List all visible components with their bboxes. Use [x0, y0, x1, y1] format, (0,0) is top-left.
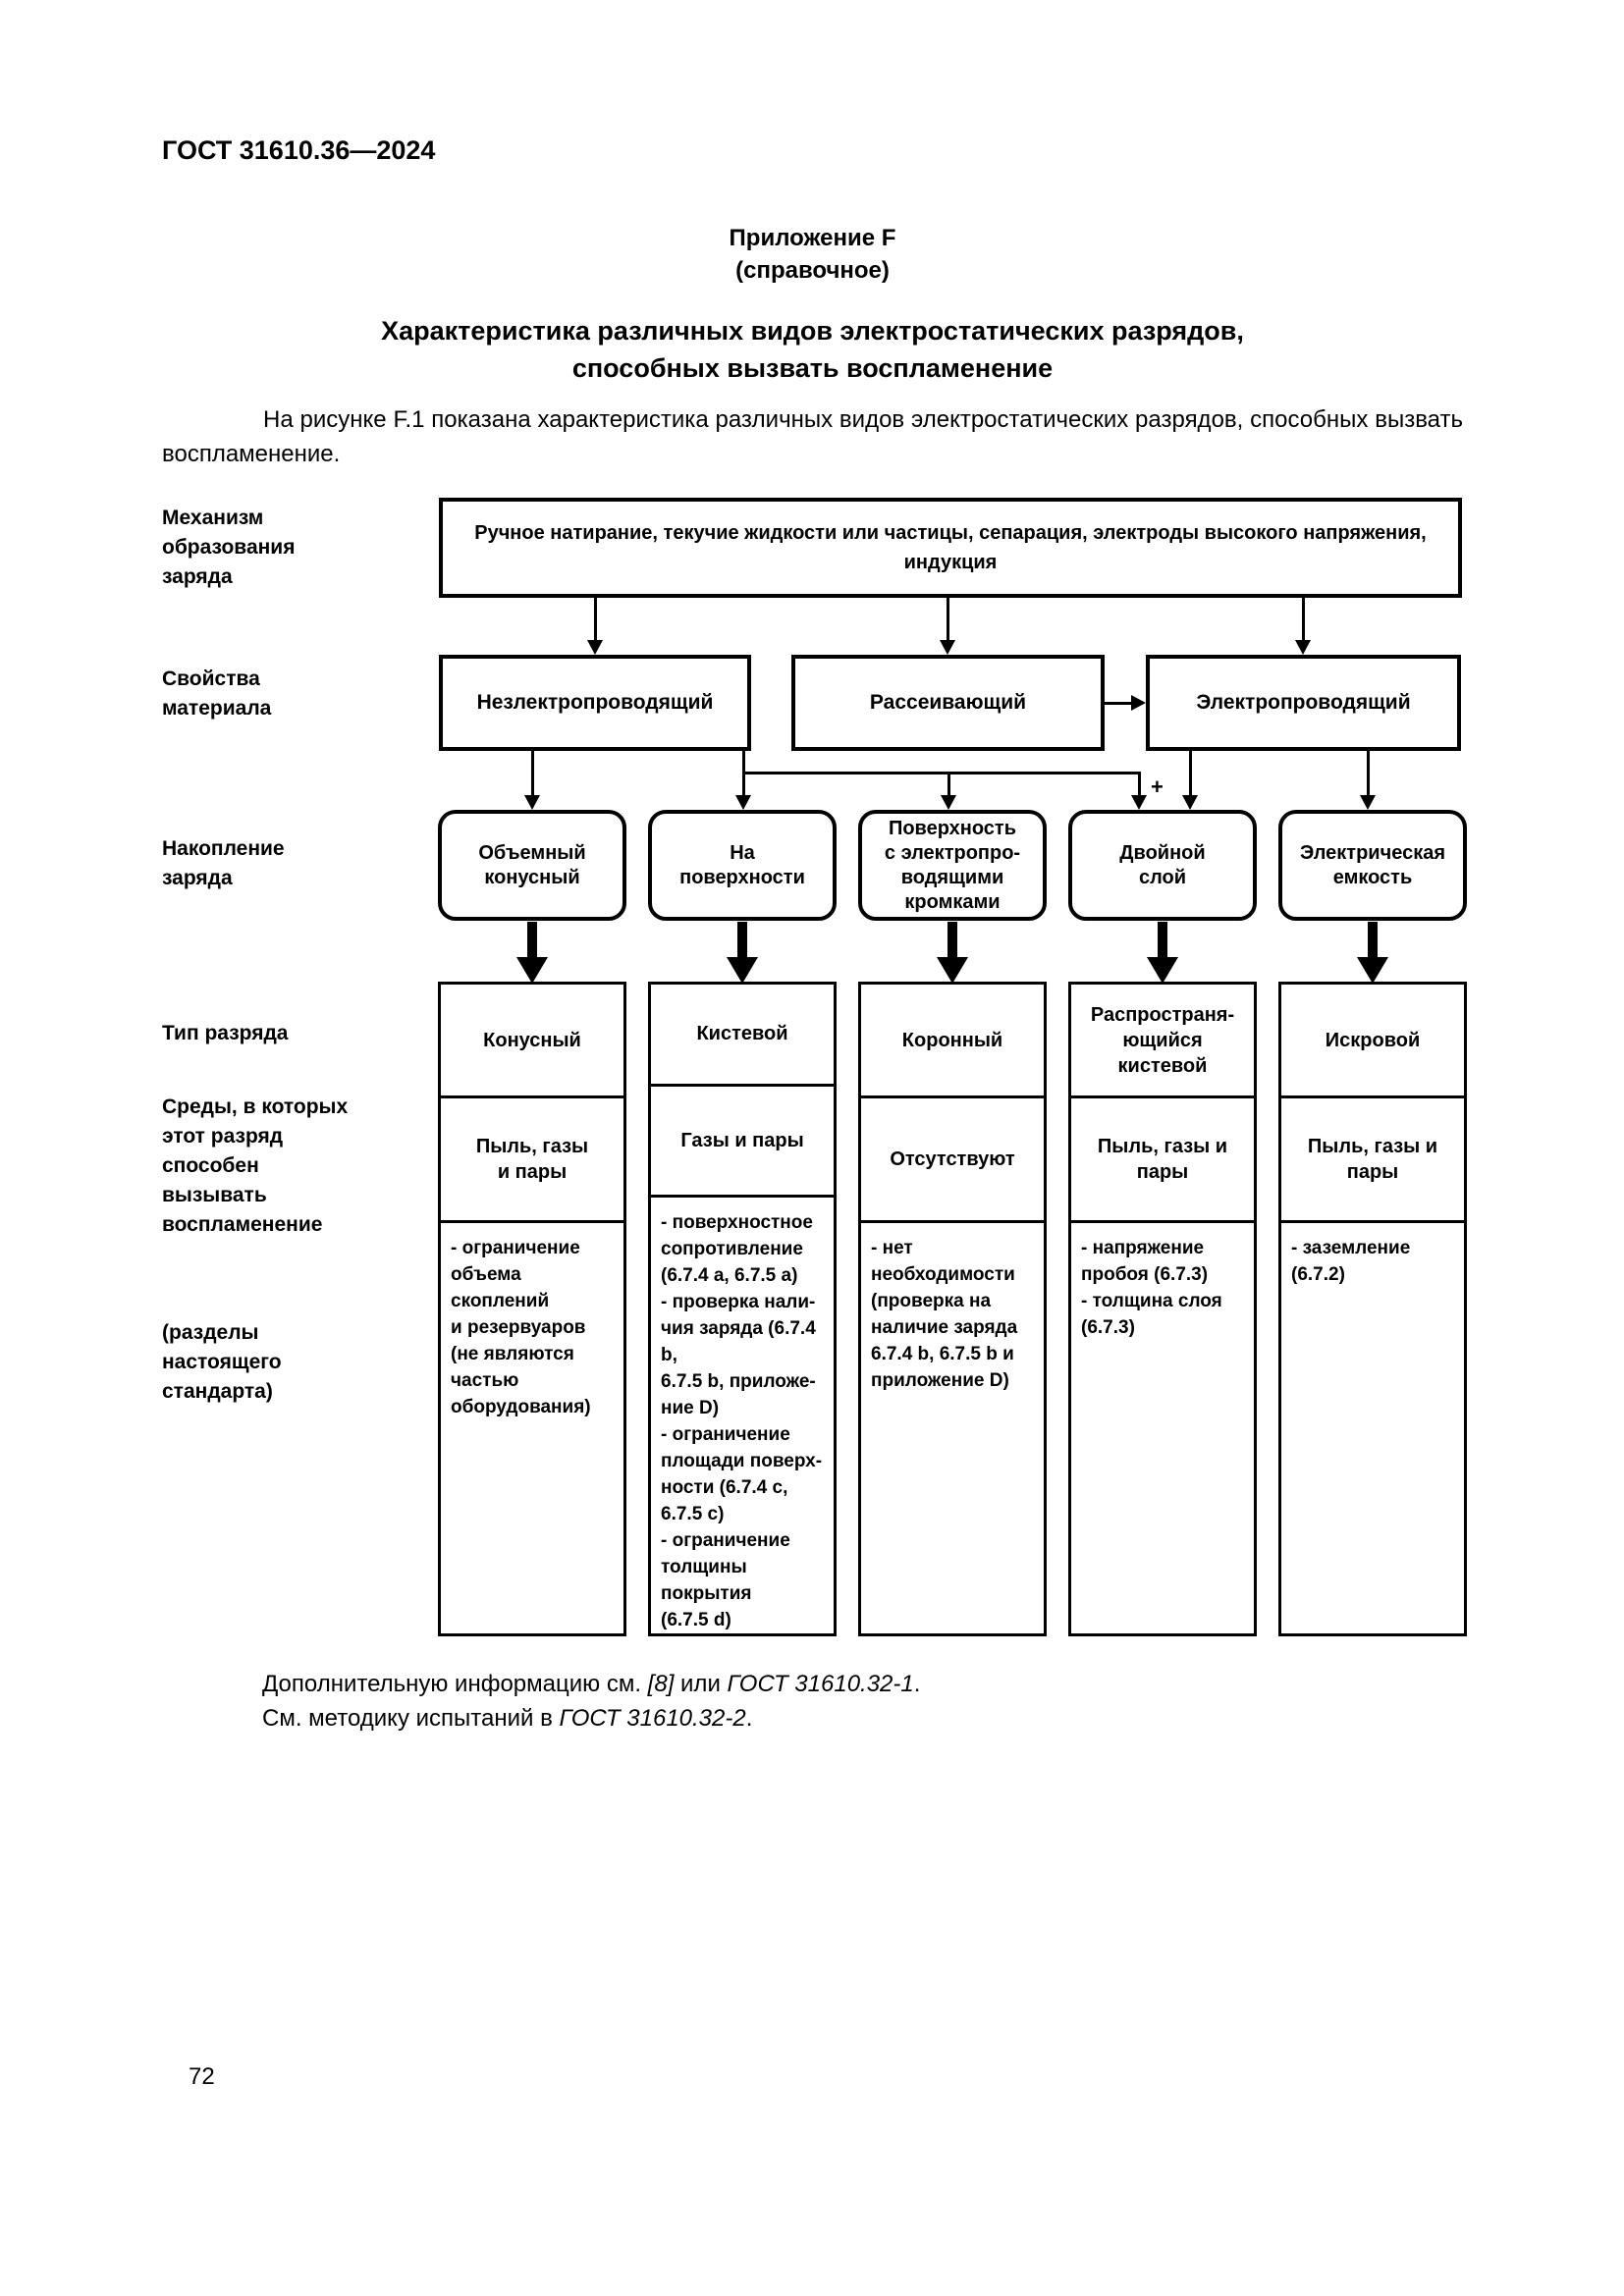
reference-gost-31610-32-1: ГОСТ 31610.32-1: [727, 1671, 914, 1697]
column-spark-discharge: Искровой Пыль, газы и пары - заземление …: [1278, 982, 1467, 1636]
mechanism-box: Ручное натирание, текучие жидкости или ч…: [439, 498, 1462, 598]
thick-arrow-down-icon: [937, 957, 968, 984]
media-cell: Газы и пары: [651, 1087, 834, 1198]
sections-cell: - нет необходимости (проверка на наличие…: [871, 1238, 1018, 1391]
connector-line: [947, 773, 950, 796]
connector-line: [594, 598, 597, 642]
discharge-type-cell: Коронный: [861, 985, 1044, 1098]
discharge-type-cell: Искровой: [1281, 985, 1464, 1098]
arrow-down-icon: [524, 795, 540, 810]
sections-cell: - заземление (6.7.2): [1291, 1238, 1411, 1285]
column-cone-discharge: Конусный Пыль, газы и пары - ограничение…: [438, 982, 626, 1636]
footer-note-2-text: См. методику испытаний в: [262, 1705, 560, 1732]
material-box-dissipative: Рассеивающий: [791, 655, 1105, 751]
thick-arrow-down-icon: [1147, 957, 1178, 984]
arrow-down-icon: [587, 640, 603, 655]
sections-cell: - поверхностное сопротивление (6.7.4 a, …: [661, 1212, 823, 1630]
thick-arrow-shaft: [1368, 922, 1378, 959]
appendix-note: (справочное): [735, 257, 890, 284]
sections-cell: - напряжение пробоя (6.7.3) - толщина сл…: [1081, 1238, 1222, 1338]
accumulation-box-double-layer: Двойной слой: [1068, 810, 1257, 921]
arrow-down-icon: [941, 795, 956, 810]
connector-line: [1189, 751, 1192, 796]
column-propagating-brush-discharge: Распространя- ющийся кистевой Пыль, газы…: [1068, 982, 1257, 1636]
footer-note-1-text: Дополнительную информацию см.: [262, 1671, 648, 1697]
thick-arrow-shaft: [947, 922, 957, 959]
discharge-type-cell: Распространя- ющийся кистевой: [1071, 985, 1254, 1098]
connector-line: [1138, 773, 1141, 796]
connector-line: [1302, 598, 1305, 642]
connector-line: [531, 751, 534, 796]
row-label-accumulation: Накопление заряда: [162, 837, 285, 889]
arrow-down-icon: [1131, 795, 1147, 810]
arrow-down-icon: [1295, 640, 1311, 655]
connector-line: [947, 598, 949, 642]
row-label-material: Свойства материала: [162, 667, 272, 720]
arrow-right-icon: [1131, 695, 1146, 711]
discharge-type-cell: Кистевой: [651, 985, 834, 1087]
row-label-sections: (разделы настоящего стандарта): [162, 1321, 282, 1403]
reference-8: [8]: [647, 1671, 675, 1697]
doc-number: ГОСТ 31610.36—2024: [162, 135, 436, 165]
footer-note-2: См. методику испытаний в ГОСТ 31610.32-2…: [262, 1705, 753, 1732]
thick-arrow-down-icon: [1357, 957, 1388, 984]
thick-arrow-down-icon: [516, 957, 548, 984]
accumulation-box-on-surface: На поверхности: [648, 810, 837, 921]
media-cell: Пыль, газы и пары: [1071, 1098, 1254, 1223]
arrow-down-icon: [1182, 795, 1198, 810]
row-label-mechanism: Механизм образования заряда: [162, 507, 296, 588]
media-cell: Пыль, газы и пары: [441, 1098, 623, 1223]
appendix-heading: Приложение F: [729, 225, 896, 251]
media-cell: Отсутствуют: [861, 1098, 1044, 1223]
thick-arrow-shaft: [737, 922, 747, 959]
thick-arrow-shaft: [527, 922, 537, 959]
intro-paragraph: На рисунке F.1 показана характеристика р…: [162, 406, 1463, 467]
page-number: 72: [189, 2063, 215, 2090]
media-cell: Пыль, газы и пары: [1281, 1098, 1464, 1223]
material-box-nonconductive: Незлектропроводящий: [439, 655, 751, 751]
arrow-down-icon: [735, 795, 751, 810]
flowchart-figure: Механизм образования заряда Свойства мат…: [0, 496, 1624, 1649]
discharge-type-cell: Конусный: [441, 985, 623, 1098]
sections-cell: - ограничение объема скоплений и резерву…: [451, 1238, 591, 1417]
column-corona-discharge: Коронный Отсутствуют - нет необходимости…: [858, 982, 1047, 1636]
reference-gost-31610-32-2: ГОСТ 31610.32-2: [559, 1705, 746, 1732]
accumulation-box-volume-cone: Объемный конусный: [438, 810, 626, 921]
thick-arrow-shaft: [1158, 922, 1167, 959]
plus-sign: +: [1151, 774, 1164, 799]
connector-line: [742, 772, 1141, 774]
connector-line: [1367, 751, 1370, 796]
column-brush-discharge: Кистевой Газы и пары - поверхностное соп…: [648, 982, 837, 1636]
connector-line: [1105, 702, 1134, 705]
footer-note-1: Дополнительную информацию см. [8] или ГО…: [262, 1671, 921, 1697]
row-label-discharge-type: Тип разряда: [162, 1022, 289, 1044]
thick-arrow-down-icon: [727, 957, 758, 984]
arrow-down-icon: [940, 640, 955, 655]
accumulation-box-capacitance: Электрическая емкость: [1278, 810, 1467, 921]
figure-title: Характеристика различных видов электрост…: [381, 316, 1244, 383]
accumulation-box-conductive-edges: Поверхность с электропро- водящими кромк…: [858, 810, 1047, 921]
row-label-media: Среды, в которых этот разряд способен вы…: [162, 1095, 349, 1236]
material-box-conductive: Электропроводящий: [1146, 655, 1461, 751]
arrow-down-icon: [1360, 795, 1376, 810]
